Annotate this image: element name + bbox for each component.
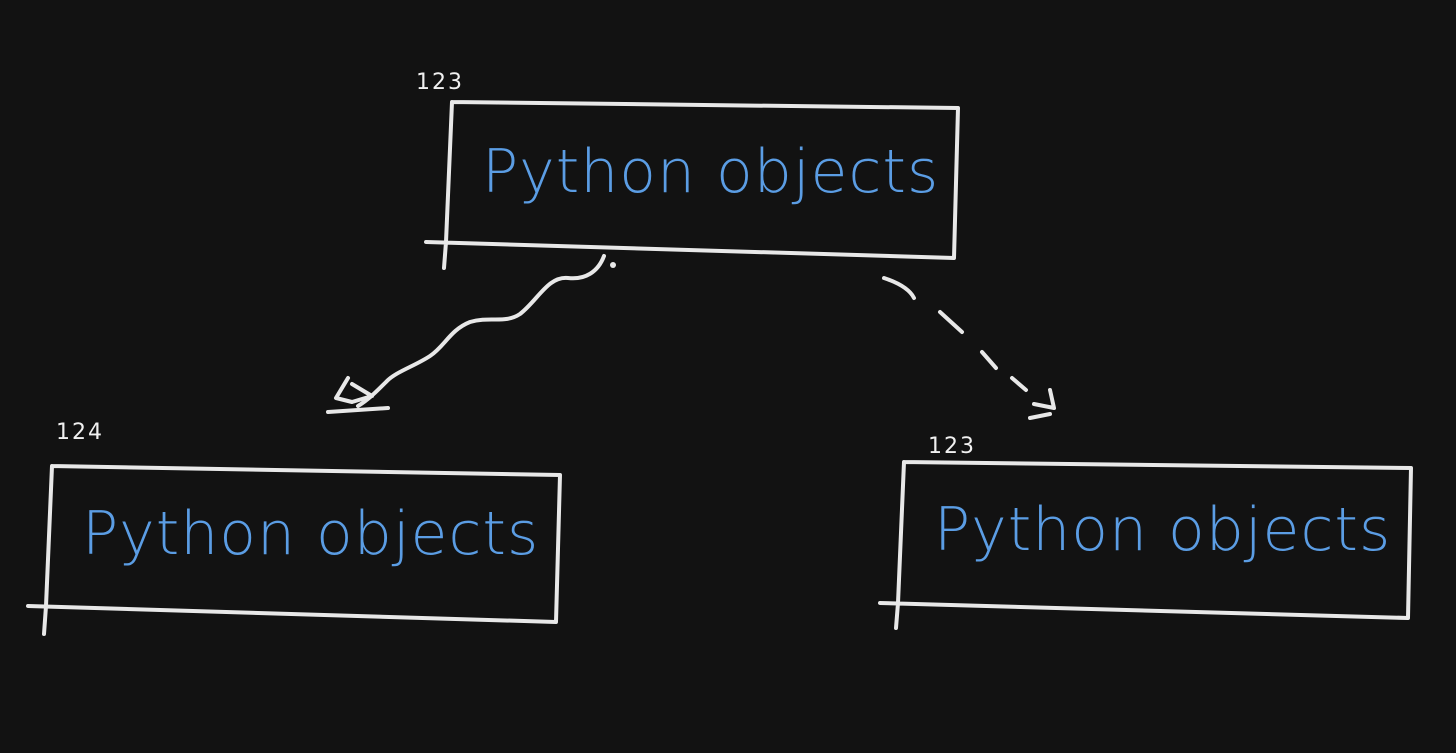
dashed-arrow-shaft bbox=[882, 276, 1028, 392]
top-node-label: Python objects bbox=[482, 137, 940, 207]
wavy-arrow-to-left bbox=[326, 254, 616, 414]
top-object-box bbox=[424, 100, 960, 270]
dashed-arrow-head bbox=[1028, 388, 1056, 420]
wavy-arrow-shaft bbox=[356, 254, 606, 408]
bottom-right-node-label: Python objects bbox=[934, 495, 1392, 565]
top-node-number: 123 bbox=[416, 70, 464, 95]
bottom-right-object-box bbox=[878, 460, 1413, 630]
arrow-start-dot bbox=[610, 262, 616, 268]
wavy-arrow-head bbox=[326, 376, 390, 414]
bottom-right-node-number: 123 bbox=[928, 434, 976, 459]
bottom-left-node-number: 124 bbox=[56, 420, 104, 445]
bottom-left-object-box bbox=[26, 464, 562, 636]
bottom-left-node-label: Python objects bbox=[82, 499, 540, 569]
dashed-arrow-to-right bbox=[882, 276, 1056, 420]
